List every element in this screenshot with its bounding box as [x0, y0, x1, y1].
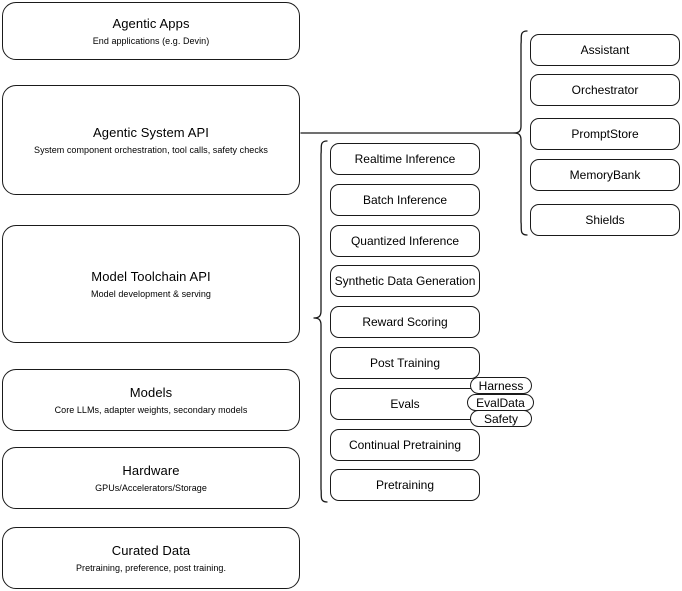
eval-badge-evaldata[interactable]: EvalData — [467, 394, 534, 411]
capability-label: Continual Pretraining — [348, 437, 462, 452]
component-promptstore[interactable]: PromptStore — [530, 118, 680, 150]
component-orchestrator[interactable]: Orchestrator — [530, 74, 680, 106]
layer-agentic-apps[interactable]: Agentic Apps End applications (e.g. Devi… — [2, 2, 300, 60]
layer-subtitle: System component orchestration, tool cal… — [34, 144, 268, 155]
component-label: PromptStore — [571, 126, 639, 141]
layer-title: Agentic Apps — [112, 15, 190, 31]
capability-evals[interactable]: Evals — [330, 388, 480, 420]
component-shields[interactable]: Shields — [530, 204, 680, 236]
component-memorybank[interactable]: MemoryBank — [530, 159, 680, 191]
capability-label: Evals — [390, 396, 420, 411]
capability-realtime-inference[interactable]: Realtime Inference — [330, 143, 480, 175]
capability-batch-inference[interactable]: Batch Inference — [330, 184, 480, 216]
capability-label: Post Training — [369, 355, 441, 370]
layer-subtitle: GPUs/Accelerators/Storage — [95, 482, 207, 493]
layer-agentic-system-api[interactable]: Agentic System API System component orch… — [2, 85, 300, 195]
layer-subtitle: Pretraining, preference, post training. — [75, 562, 227, 573]
component-label: MemoryBank — [569, 167, 641, 182]
capability-label: Reward Scoring — [362, 314, 448, 329]
capability-quantized-inference[interactable]: Quantized Inference — [330, 225, 480, 257]
layer-title: Hardware — [122, 462, 180, 478]
brace-right-column — [513, 30, 528, 236]
capability-reward-scoring[interactable]: Reward Scoring — [330, 306, 480, 338]
eval-badge-label: EvalData — [476, 395, 525, 410]
eval-badge-label: Harness — [478, 378, 524, 393]
layer-curated-data[interactable]: Curated Data Pretraining, preference, po… — [2, 527, 300, 589]
component-label: Orchestrator — [571, 82, 639, 97]
capability-continual-pretraining[interactable]: Continual Pretraining — [330, 429, 480, 461]
component-assistant[interactable]: Assistant — [530, 34, 680, 66]
eval-badge-harness[interactable]: Harness — [470, 377, 532, 394]
capability-pretraining[interactable]: Pretraining — [330, 469, 480, 501]
component-label: Assistant — [580, 42, 630, 57]
layer-subtitle: End applications (e.g. Devin) — [92, 35, 210, 46]
layer-subtitle: Model development & serving — [91, 288, 211, 299]
capability-label: Pretraining — [375, 477, 435, 492]
eval-badge-safety[interactable]: Safety — [470, 410, 532, 427]
capability-label: Realtime Inference — [354, 151, 456, 166]
component-label: Shields — [585, 212, 625, 227]
capability-post-training[interactable]: Post Training — [330, 347, 480, 379]
brace-middle-column — [313, 140, 328, 503]
layer-title: Models — [129, 384, 173, 400]
capability-synthetic-data-generation[interactable]: Synthetic Data Generation — [330, 265, 480, 297]
eval-badge-label: Safety — [483, 411, 519, 426]
layer-title: Model Toolchain API — [91, 268, 211, 284]
layer-title: Curated Data — [111, 542, 191, 558]
capability-label: Batch Inference — [362, 192, 448, 207]
layer-models[interactable]: Models Core LLMs, adapter weights, secon… — [2, 369, 300, 431]
capability-label: Quantized Inference — [350, 233, 460, 248]
layer-model-toolchain-api[interactable]: Model Toolchain API Model development & … — [2, 225, 300, 343]
layer-title: Agentic System API — [93, 124, 209, 140]
capability-label: Synthetic Data Generation — [334, 273, 476, 288]
layer-hardware[interactable]: Hardware GPUs/Accelerators/Storage — [2, 447, 300, 509]
layer-subtitle: Core LLMs, adapter weights, secondary mo… — [54, 404, 248, 415]
